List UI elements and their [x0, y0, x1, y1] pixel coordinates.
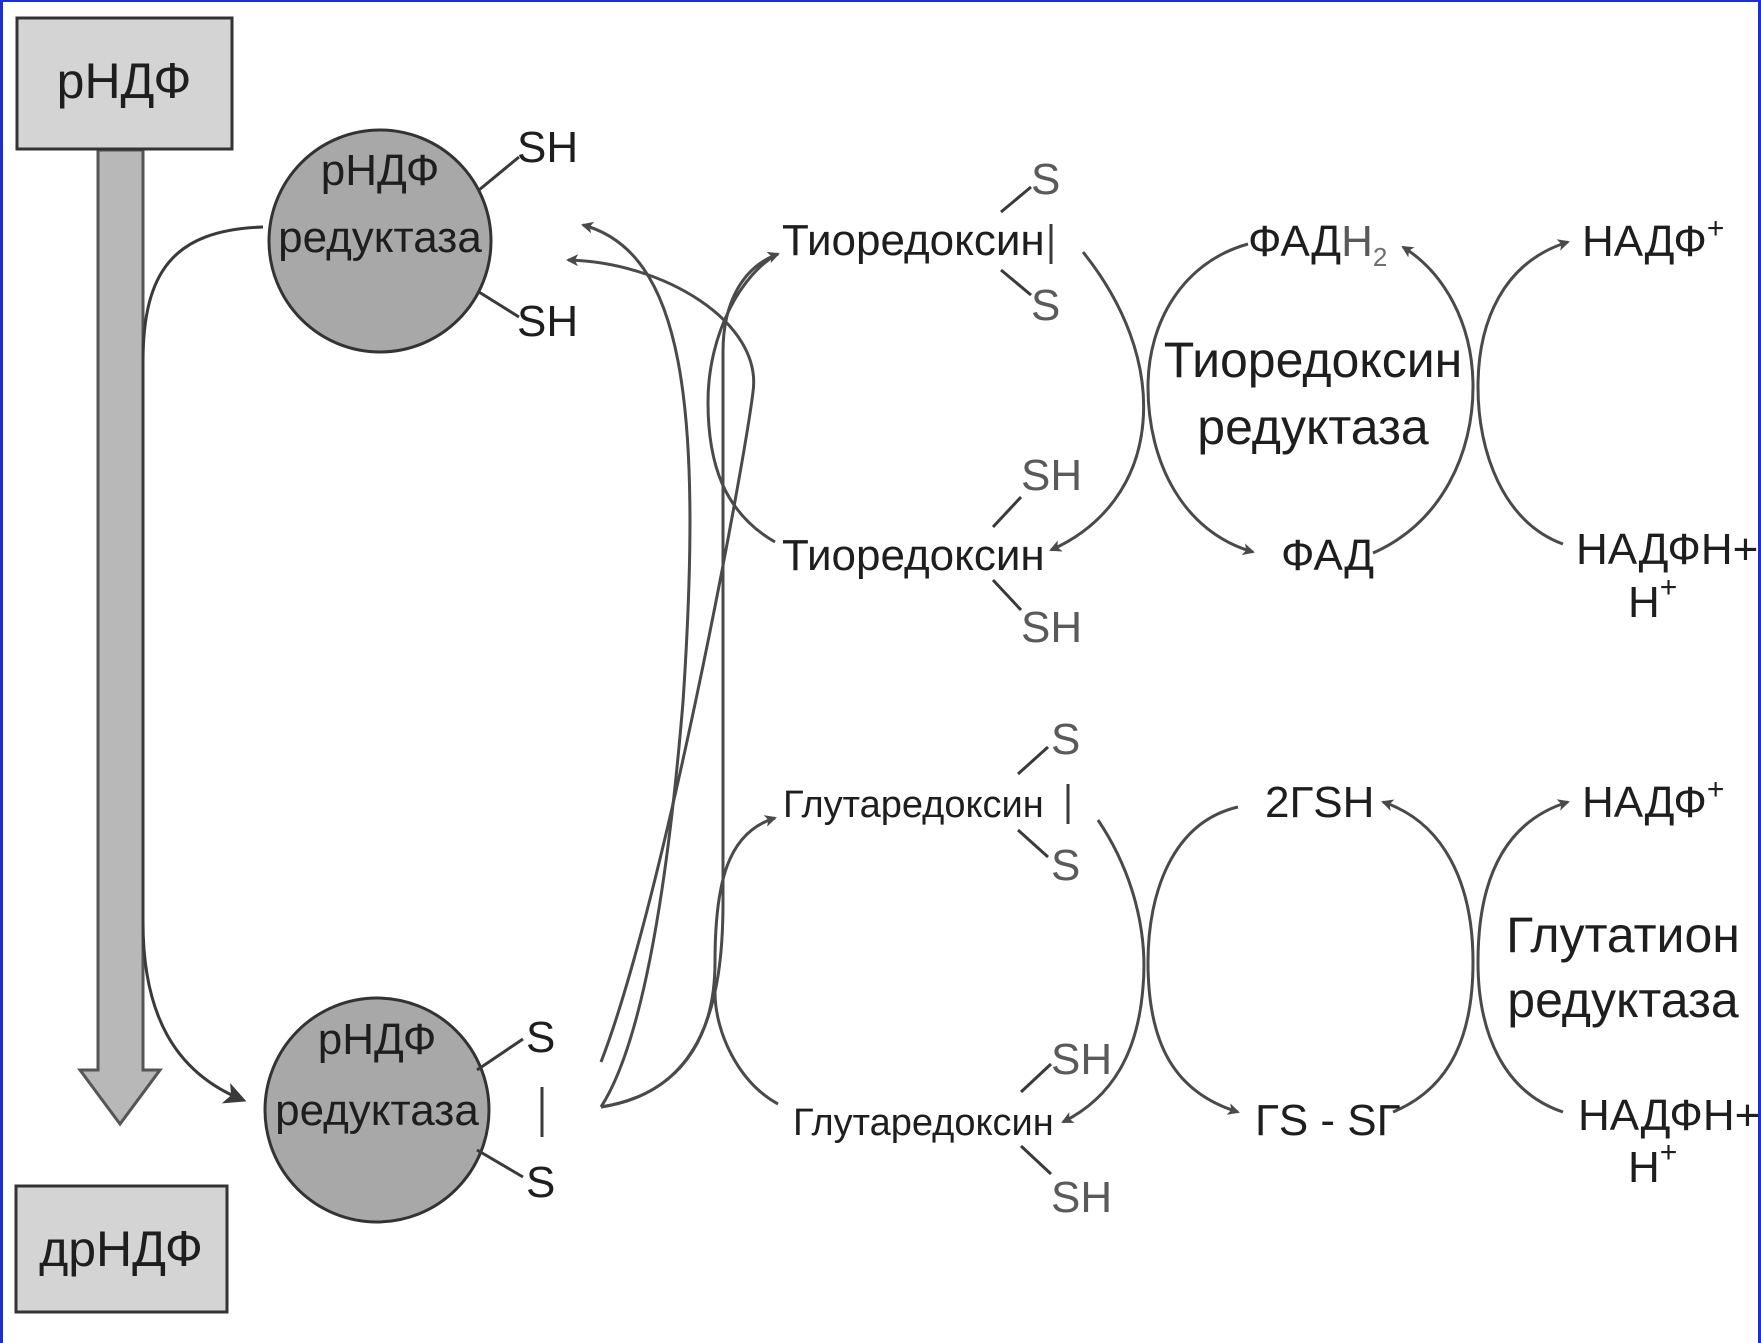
enzyme-top-line1: рНДФ — [321, 146, 440, 195]
thioredoxin-sh-lower: SH — [1021, 603, 1082, 652]
substrate-label: рНДФ — [57, 53, 192, 109]
fad-label: ФАД — [1281, 531, 1374, 580]
glutaredoxin-s-upper: S — [1051, 715, 1080, 764]
enzyme-top-sh-upper: SH — [517, 123, 578, 172]
glutaredoxin-s-lower: S — [1051, 841, 1080, 890]
thioredoxin-s-upper: S — [1031, 155, 1060, 204]
gssg-to-gsh-arc — [1381, 799, 1475, 1114]
nadph-top-line1: НАДФН+ — [1576, 525, 1758, 574]
enzyme-top-sh-lower: SH — [517, 297, 578, 346]
nadph-to-nadp-arc-top — [1476, 239, 1570, 546]
nadp-top-label: НАДФ+ — [1582, 212, 1724, 266]
fadh2-label: ФАДH2 — [1248, 217, 1387, 272]
nadph-bottom-line1: НАДФН+ — [1578, 1091, 1758, 1140]
thioredoxin-oxidized: Тиоредоксин S S — [782, 155, 1060, 330]
glutathione-reductase-line1: Глутатион — [1506, 907, 1740, 963]
product-box: дрНДФ — [14, 1184, 229, 1314]
main-conversion-arrow — [77, 148, 163, 1127]
enzyme-bottom-oxidized: рНДФ редуктаза S S — [263, 996, 555, 1224]
glutaredoxin-oxidized: Глутаредоксин S S — [783, 715, 1080, 890]
gsh-to-gssg-arc — [1146, 805, 1240, 1115]
thioredoxin-reductase-line2: редуктаза — [1197, 399, 1429, 455]
thioredoxin-to-enzyme-arrow — [581, 221, 692, 1108]
enzyme-bottom-line1: рНДФ — [318, 1015, 437, 1064]
thioredoxin-sh-upper: SH — [1021, 451, 1082, 500]
trx-oxidized-to-reduced-arc — [1049, 251, 1146, 552]
enzyme-bottom-line2: редуктаза — [275, 1086, 479, 1135]
glutathione-reductase-line2: редуктаза — [1507, 972, 1739, 1028]
nadph-top-line2: Н+ — [1628, 571, 1677, 627]
enzyme-bottom-s-lower: S — [526, 1158, 555, 1207]
fad-to-fadh2-arc — [1372, 245, 1475, 555]
substrate-box: рНДФ — [15, 16, 234, 151]
enzyme-connector-arrow — [141, 225, 264, 1104]
thioredoxin-oxidized-label: Тиоредоксин — [782, 216, 1045, 265]
gsh-label: 2ГSH — [1265, 778, 1374, 827]
enzyme-top-reduced: рНДФ редуктаза SH SH — [267, 123, 578, 354]
thioredoxin-s-lower: S — [1031, 281, 1060, 330]
thioredoxin-reduced-return-arc — [706, 252, 779, 544]
nadph-bottom-line2: Н+ — [1628, 1136, 1677, 1192]
nadp-bottom-label: НАДФ+ — [1582, 773, 1724, 827]
glutaredoxin-sh-upper: SH — [1051, 1035, 1112, 1084]
bottom-enzyme-to-glutaredoxin-arrow — [600, 815, 777, 1109]
glutaredoxin-oxidized-label: Глутаредоксин — [783, 784, 1044, 826]
glutaredoxin-to-enzyme-arrow — [566, 254, 756, 1063]
glutaredoxin-reduced-label: Глутаредоксин — [793, 1102, 1054, 1144]
ribonucleotide-reduction-diagram: рНДФ дрНДФ рНДФ редуктаза SH SH рНДФ ред… — [14, 16, 1758, 1314]
thioredoxin-reduced: Тиоредоксин SH SH — [782, 451, 1082, 652]
fadh2-to-fad-arc — [1146, 242, 1255, 556]
grx-oxidized-to-reduced-arc — [1061, 819, 1146, 1124]
glutaredoxin-reduced-return-arc — [713, 991, 779, 1106]
enzyme-top-line2: редуктаза — [278, 213, 482, 262]
nadph-to-nadp-arc-bottom — [1476, 799, 1570, 1114]
product-label: дрНДФ — [39, 1221, 203, 1277]
enzyme-bottom-s-upper: S — [526, 1013, 555, 1062]
glutaredoxin-sh-lower: SH — [1051, 1173, 1112, 1222]
gssg-label: ГS - SГ — [1255, 1096, 1401, 1145]
glutaredoxin-reduced: Глутаредоксин SH SH — [793, 1035, 1112, 1222]
thioredoxin-reductase-line1: Тиоредоксин — [1164, 332, 1463, 388]
thioredoxin-reduced-label: Тиоредоксин — [782, 531, 1045, 580]
